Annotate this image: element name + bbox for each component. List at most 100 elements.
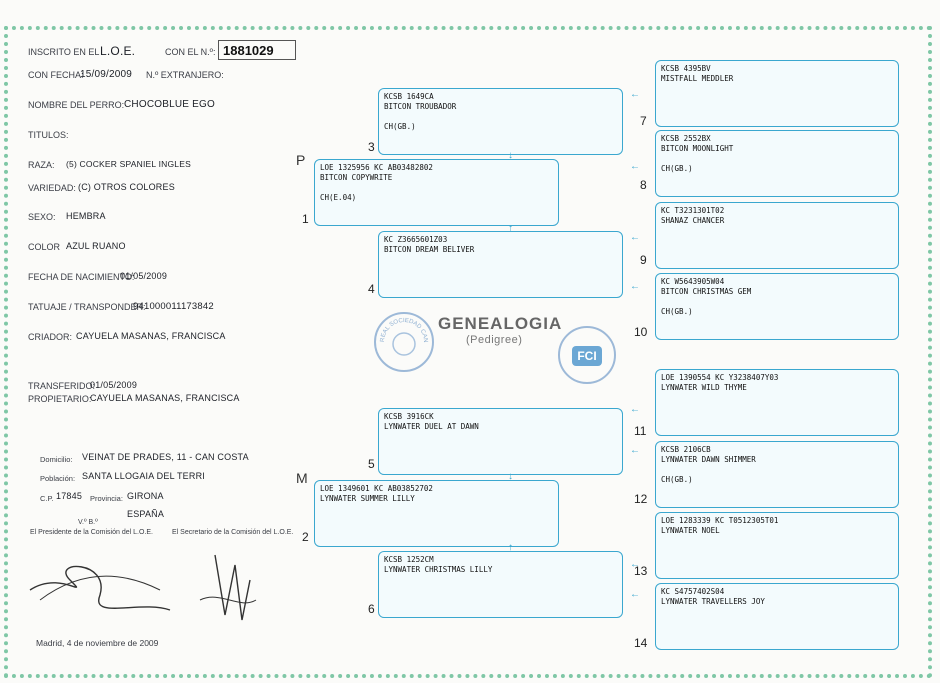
- fecha-value: 15/09/2009: [80, 69, 133, 80]
- sexo-value: HEMBRA: [66, 211, 106, 221]
- ancestor-number-14: 14: [634, 636, 648, 650]
- ancestor-line: KCSB 1649CA: [384, 92, 434, 101]
- presidente-label: El Presidente de la Comisión del L.O.E.: [30, 529, 153, 536]
- ancestor-line: LYNWATER WILD THYME: [661, 383, 747, 392]
- connector-arrow-icon: ←: [630, 589, 640, 600]
- ancestor-line: LYNWATER DAWN SHIMMER: [661, 455, 756, 464]
- ancestor-line: BITCON DREAM BELIVER: [384, 245, 475, 254]
- ancestor-line: LOE 1349601 KC AB03852702: [320, 484, 433, 493]
- inscrito-label: INSCRITO EN EL: [28, 47, 100, 57]
- provincia-label: Provincia:: [90, 494, 123, 503]
- ancestor-line: LOE 1283339 KC T0512305T01: [661, 516, 779, 525]
- poblacion-value: SANTA LLOGAIA DEL TERRI: [82, 471, 205, 481]
- nombre-value: CHOCOBLUE EGO: [124, 99, 215, 110]
- ancestor-number-3: 3: [368, 140, 375, 154]
- ancestor-line: KCSB 4395BV: [661, 64, 711, 73]
- connector-arrow-icon: ↓: [508, 471, 513, 482]
- ancestor-line: KCSB 2552BX: [661, 134, 711, 143]
- fecha-label: CON FECHA:: [28, 70, 84, 80]
- ancestor-number-1: 1: [302, 212, 309, 226]
- ancestor-line: [661, 154, 893, 164]
- ancestor-line: KCSB 2106CB: [661, 445, 711, 454]
- paternal-marker: P: [296, 152, 306, 168]
- pedigree-subtitle: (Pedigree): [466, 334, 523, 346]
- secretario-label: El Secretario de la Comisión del L.O.E.: [172, 529, 294, 536]
- titulos-label: TITULOS:: [28, 130, 69, 140]
- ancestor-number-2: 2: [302, 530, 309, 544]
- domicilio-label: Domicilio:: [40, 455, 73, 464]
- lugar-fecha: Madrid, 4 de noviembre de 2009: [36, 638, 159, 648]
- svg-text:REAL SOCIEDAD CANINA · ESPAÑA: REAL SOCIEDAD CANINA · ESPAÑA: [376, 314, 428, 343]
- transferido-value: 01/05/2009: [90, 380, 138, 390]
- variedad-value: (C) OTROS COLORES: [78, 182, 175, 192]
- ancestor-number-9: 9: [640, 253, 647, 267]
- connector-arrow-icon: ←: [630, 89, 640, 100]
- propietario-label: PROPIETARIO:: [28, 394, 92, 404]
- maternal-marker: M: [296, 470, 308, 486]
- propietario-value: CAYUELA MASANAS, FRANCISCA: [90, 393, 240, 403]
- loe-number-box: 1881029: [218, 40, 296, 60]
- ancestor-line: LYNWATER DUEL AT DAWN: [384, 422, 479, 431]
- ancestor-number-13: 13: [634, 564, 648, 578]
- nacimiento-value: 01/05/2009: [120, 271, 168, 281]
- domicilio-value: VEINAT DE PRADES, 11 - CAN COSTA: [82, 452, 249, 462]
- seal-text: REAL SOCIEDAD CANINA · ESPAÑA: [376, 314, 428, 343]
- ancestor-line: CH(E.04): [320, 193, 357, 202]
- ancestor-line: LYNWATER CHRISTMAS LILLY: [384, 565, 493, 574]
- ancestor-number-8: 8: [640, 178, 647, 192]
- ancestor-line: CH(GB.): [661, 164, 693, 173]
- ancestor-line: BITCON MOONLIGHT: [661, 144, 734, 153]
- ancestor-line: [661, 465, 893, 475]
- connector-arrow-icon: ↑: [508, 223, 513, 234]
- poblacion-label: Población:: [40, 474, 76, 483]
- cp-value: 17845: [56, 491, 83, 501]
- ancestor-line: BITCON TROUBADOR: [384, 102, 457, 111]
- variedad-label: VARIEDAD:: [28, 183, 76, 193]
- ancestor-line: [320, 183, 553, 193]
- ancestor-line: [384, 112, 617, 122]
- vb-label: V.º B.º: [78, 519, 98, 526]
- genealogia-title: GENEALOGIA: [438, 314, 563, 333]
- ancestor-line: KCSB 3916CK: [384, 412, 434, 421]
- connector-arrow-icon: ↓: [508, 150, 513, 161]
- ancestor-number-11: 11: [634, 424, 647, 438]
- ancestor-line: KC Z3665601Z03: [384, 235, 448, 244]
- provincia-value: GIRONA: [127, 491, 164, 501]
- criador-value: CAYUELA MASANAS, FRANCISCA: [76, 331, 226, 341]
- criador-label: CRIADOR:: [28, 332, 73, 342]
- ancestor-line: LOE 1390554 KC Y3238407Y03: [661, 373, 779, 382]
- connector-arrow-icon: ←: [630, 281, 640, 292]
- fci-seal: FCI: [558, 326, 616, 384]
- ancestor-line: BITCON COPYWRITE: [320, 173, 393, 182]
- ancestor-line: LYNWATER TRAVELLERS JOY: [661, 597, 765, 606]
- ancestor-number-6: 6: [368, 602, 375, 616]
- cp-label: C.P.: [40, 494, 54, 503]
- ancestor-line: LOE 1325956 KC AB03482802: [320, 163, 433, 172]
- con-el-label: CON EL N.º:: [165, 47, 216, 57]
- ancestor-number-10: 10: [634, 325, 648, 339]
- ancestor-line: BITCON CHRISTMAS GEM: [661, 287, 752, 296]
- ancestor-line: KC W5643905W04: [661, 277, 725, 286]
- ancestor-line: KCSB 1252CM: [384, 555, 434, 564]
- raza-value: (5) COCKER SPANIEL INGLES: [66, 159, 191, 169]
- rsce-seal: REAL SOCIEDAD CANINA · ESPAÑA: [374, 312, 434, 372]
- ancestor-number-7: 7: [640, 114, 647, 128]
- ancestor-line: LYNWATER NOEL: [661, 526, 720, 535]
- ancestor-line: CH(GB.): [661, 307, 693, 316]
- fci-logo: FCI: [572, 346, 602, 366]
- raza-label: RAZA:: [28, 160, 55, 170]
- tatuaje-label: TATUAJE / TRANSPONDER:: [28, 302, 146, 312]
- ancestor-line: CH(GB.): [661, 475, 693, 484]
- sexo-label: SEXO:: [28, 212, 56, 222]
- connector-arrow-icon: ↑: [508, 542, 513, 553]
